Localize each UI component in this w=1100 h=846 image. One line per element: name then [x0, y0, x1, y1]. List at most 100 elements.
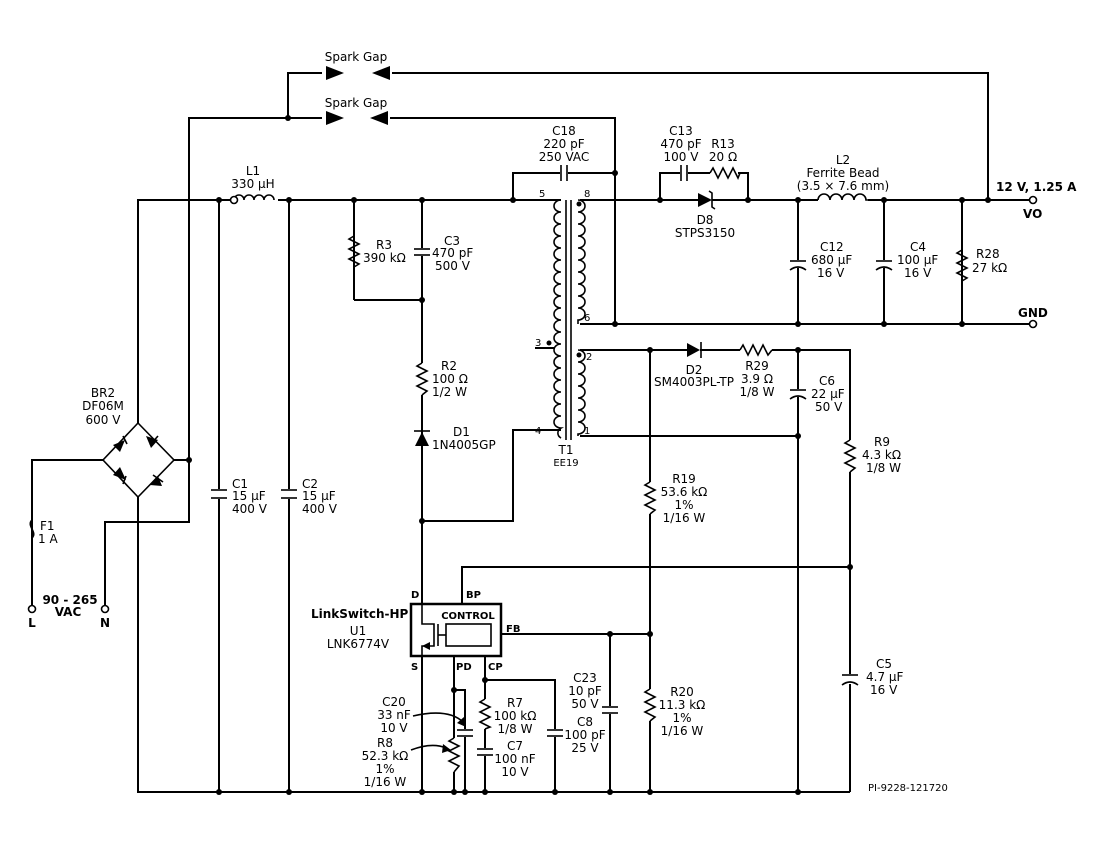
r19-value: 53.6 kΩ — [661, 485, 708, 499]
resistor-r9 — [843, 439, 857, 473]
l1-value: 330 µH — [231, 177, 274, 191]
c2-value: 15 µF — [302, 489, 336, 503]
input-voltage: 90 - 265 — [42, 593, 97, 607]
u1-part: LNK6774V — [327, 637, 390, 651]
capacitor-c23 — [602, 706, 618, 714]
capacitor-c18 — [560, 165, 568, 181]
capacitor-c12 — [789, 260, 807, 271]
resistor-r29 — [739, 343, 773, 357]
c23-ref: C23 — [573, 671, 597, 685]
l1-ref: L1 — [246, 164, 260, 178]
c6-rating: 50 V — [815, 400, 843, 414]
r7-ref: R7 — [507, 696, 523, 710]
r7-rating: 1/8 W — [498, 722, 533, 736]
c7-rating: 10 V — [501, 765, 529, 779]
l2-ref: L2 — [836, 153, 850, 167]
r8-rating: 1/16 W — [364, 775, 407, 789]
r7-value: 100 kΩ — [494, 709, 537, 723]
c20-value: 33 nF — [377, 708, 411, 722]
terminal-l[interactable] — [27, 604, 37, 614]
resistor-r8 — [447, 737, 461, 773]
output-rating: 12 V, 1.25 A — [996, 180, 1077, 194]
t1-pin-5: 5 — [539, 189, 545, 200]
u1-ref: U1 — [350, 624, 366, 638]
document-id: PI-9228-121720 — [868, 783, 948, 794]
spark-gap-label-lower: Spark Gap — [325, 96, 388, 110]
spark-gap-lower — [326, 111, 388, 125]
c13-value: 470 pF — [660, 137, 701, 151]
u1-pin-pd: PD — [456, 662, 472, 673]
u1-family: LinkSwitch-HP — [311, 607, 409, 621]
l2-desc: Ferrite Bead — [806, 166, 879, 180]
t1-pin-8: 8 — [584, 189, 590, 200]
c18-ref: C18 — [552, 124, 576, 138]
r13-ref: R13 — [711, 137, 735, 151]
r9-value: 4.3 kΩ — [862, 448, 901, 462]
spark-gap-upper — [326, 66, 390, 80]
terminal-n[interactable] — [100, 604, 110, 614]
inductor-l2 — [817, 193, 868, 201]
input-neutral-label: N — [100, 616, 110, 630]
t1-core: EE19 — [553, 458, 578, 469]
br2-ref: BR2 — [91, 386, 115, 400]
output-gnd-label: GND — [1018, 306, 1048, 320]
capacitor-c7 — [477, 748, 493, 756]
u1-pin-cp: CP — [488, 662, 503, 673]
l2-size: (3.5 × 7.6 mm) — [797, 179, 889, 193]
c13-ref: C13 — [669, 124, 693, 138]
br2-rating: 600 V — [86, 413, 122, 427]
r3-ref: R3 — [376, 238, 392, 252]
resistor-r13 — [709, 166, 741, 180]
r20-value: 11.3 kΩ — [659, 698, 706, 712]
u1-pin-s: S — [411, 662, 418, 673]
diode-d1 — [414, 430, 430, 446]
d2-ref: D2 — [686, 363, 703, 377]
d1-part: 1N4005GP — [432, 438, 496, 452]
resistor-r28 — [955, 249, 969, 282]
c13-rating: 100 V — [664, 150, 700, 164]
capacitor-c4 — [875, 260, 893, 271]
c20-pointer-arrow — [412, 712, 464, 723]
c7-value: 100 nF — [494, 752, 535, 766]
capacitor-c2 — [281, 489, 297, 499]
input-unit: VAC — [55, 605, 82, 619]
r2-rating: 1/2 W — [432, 385, 467, 399]
r8-tol: 1% — [375, 762, 394, 776]
br2-part: DF06M — [82, 399, 124, 413]
c3-ref: C3 — [444, 234, 460, 248]
diode-d2 — [687, 342, 702, 358]
c2-rating: 400 V — [302, 502, 338, 516]
r9-ref: R9 — [874, 435, 890, 449]
r20-ref: R20 — [670, 685, 694, 699]
c7-ref: C7 — [507, 739, 523, 753]
c1-ref: C1 — [232, 477, 248, 491]
c12-ref: C12 — [820, 240, 844, 254]
c20-ref: C20 — [382, 695, 406, 709]
d8-ref: D8 — [697, 213, 714, 227]
r20-tol: 1% — [672, 711, 691, 725]
c1-rating: 400 V — [232, 502, 268, 516]
capacitor-c8 — [547, 729, 563, 737]
resistor-r20 — [643, 688, 657, 722]
r29-rating: 1/8 W — [740, 385, 775, 399]
resistor-r2 — [415, 362, 429, 396]
c6-ref: C6 — [819, 374, 835, 388]
t1-ref: T1 — [558, 443, 574, 457]
r20-rating: 1/16 W — [661, 724, 704, 738]
resistor-r3 — [347, 235, 361, 268]
c8-ref: C8 — [577, 715, 593, 729]
terminal-gnd[interactable] — [1028, 319, 1038, 329]
c2-ref: C2 — [302, 477, 318, 491]
ic-u1 — [409, 602, 503, 658]
resistor-r7 — [478, 698, 492, 730]
c20-rating: 10 V — [380, 721, 408, 735]
r28-ref: R28 — [976, 247, 1000, 261]
r8-value: 52.3 kΩ — [362, 749, 409, 763]
terminal-vo[interactable] — [1028, 195, 1038, 205]
capacitor-c20 — [457, 729, 473, 737]
r8-ref: R8 — [377, 736, 393, 750]
c12-rating: 16 V — [817, 266, 845, 280]
r8-pointer-arrow — [410, 744, 447, 751]
t1-pin-2: 2 — [586, 352, 592, 363]
